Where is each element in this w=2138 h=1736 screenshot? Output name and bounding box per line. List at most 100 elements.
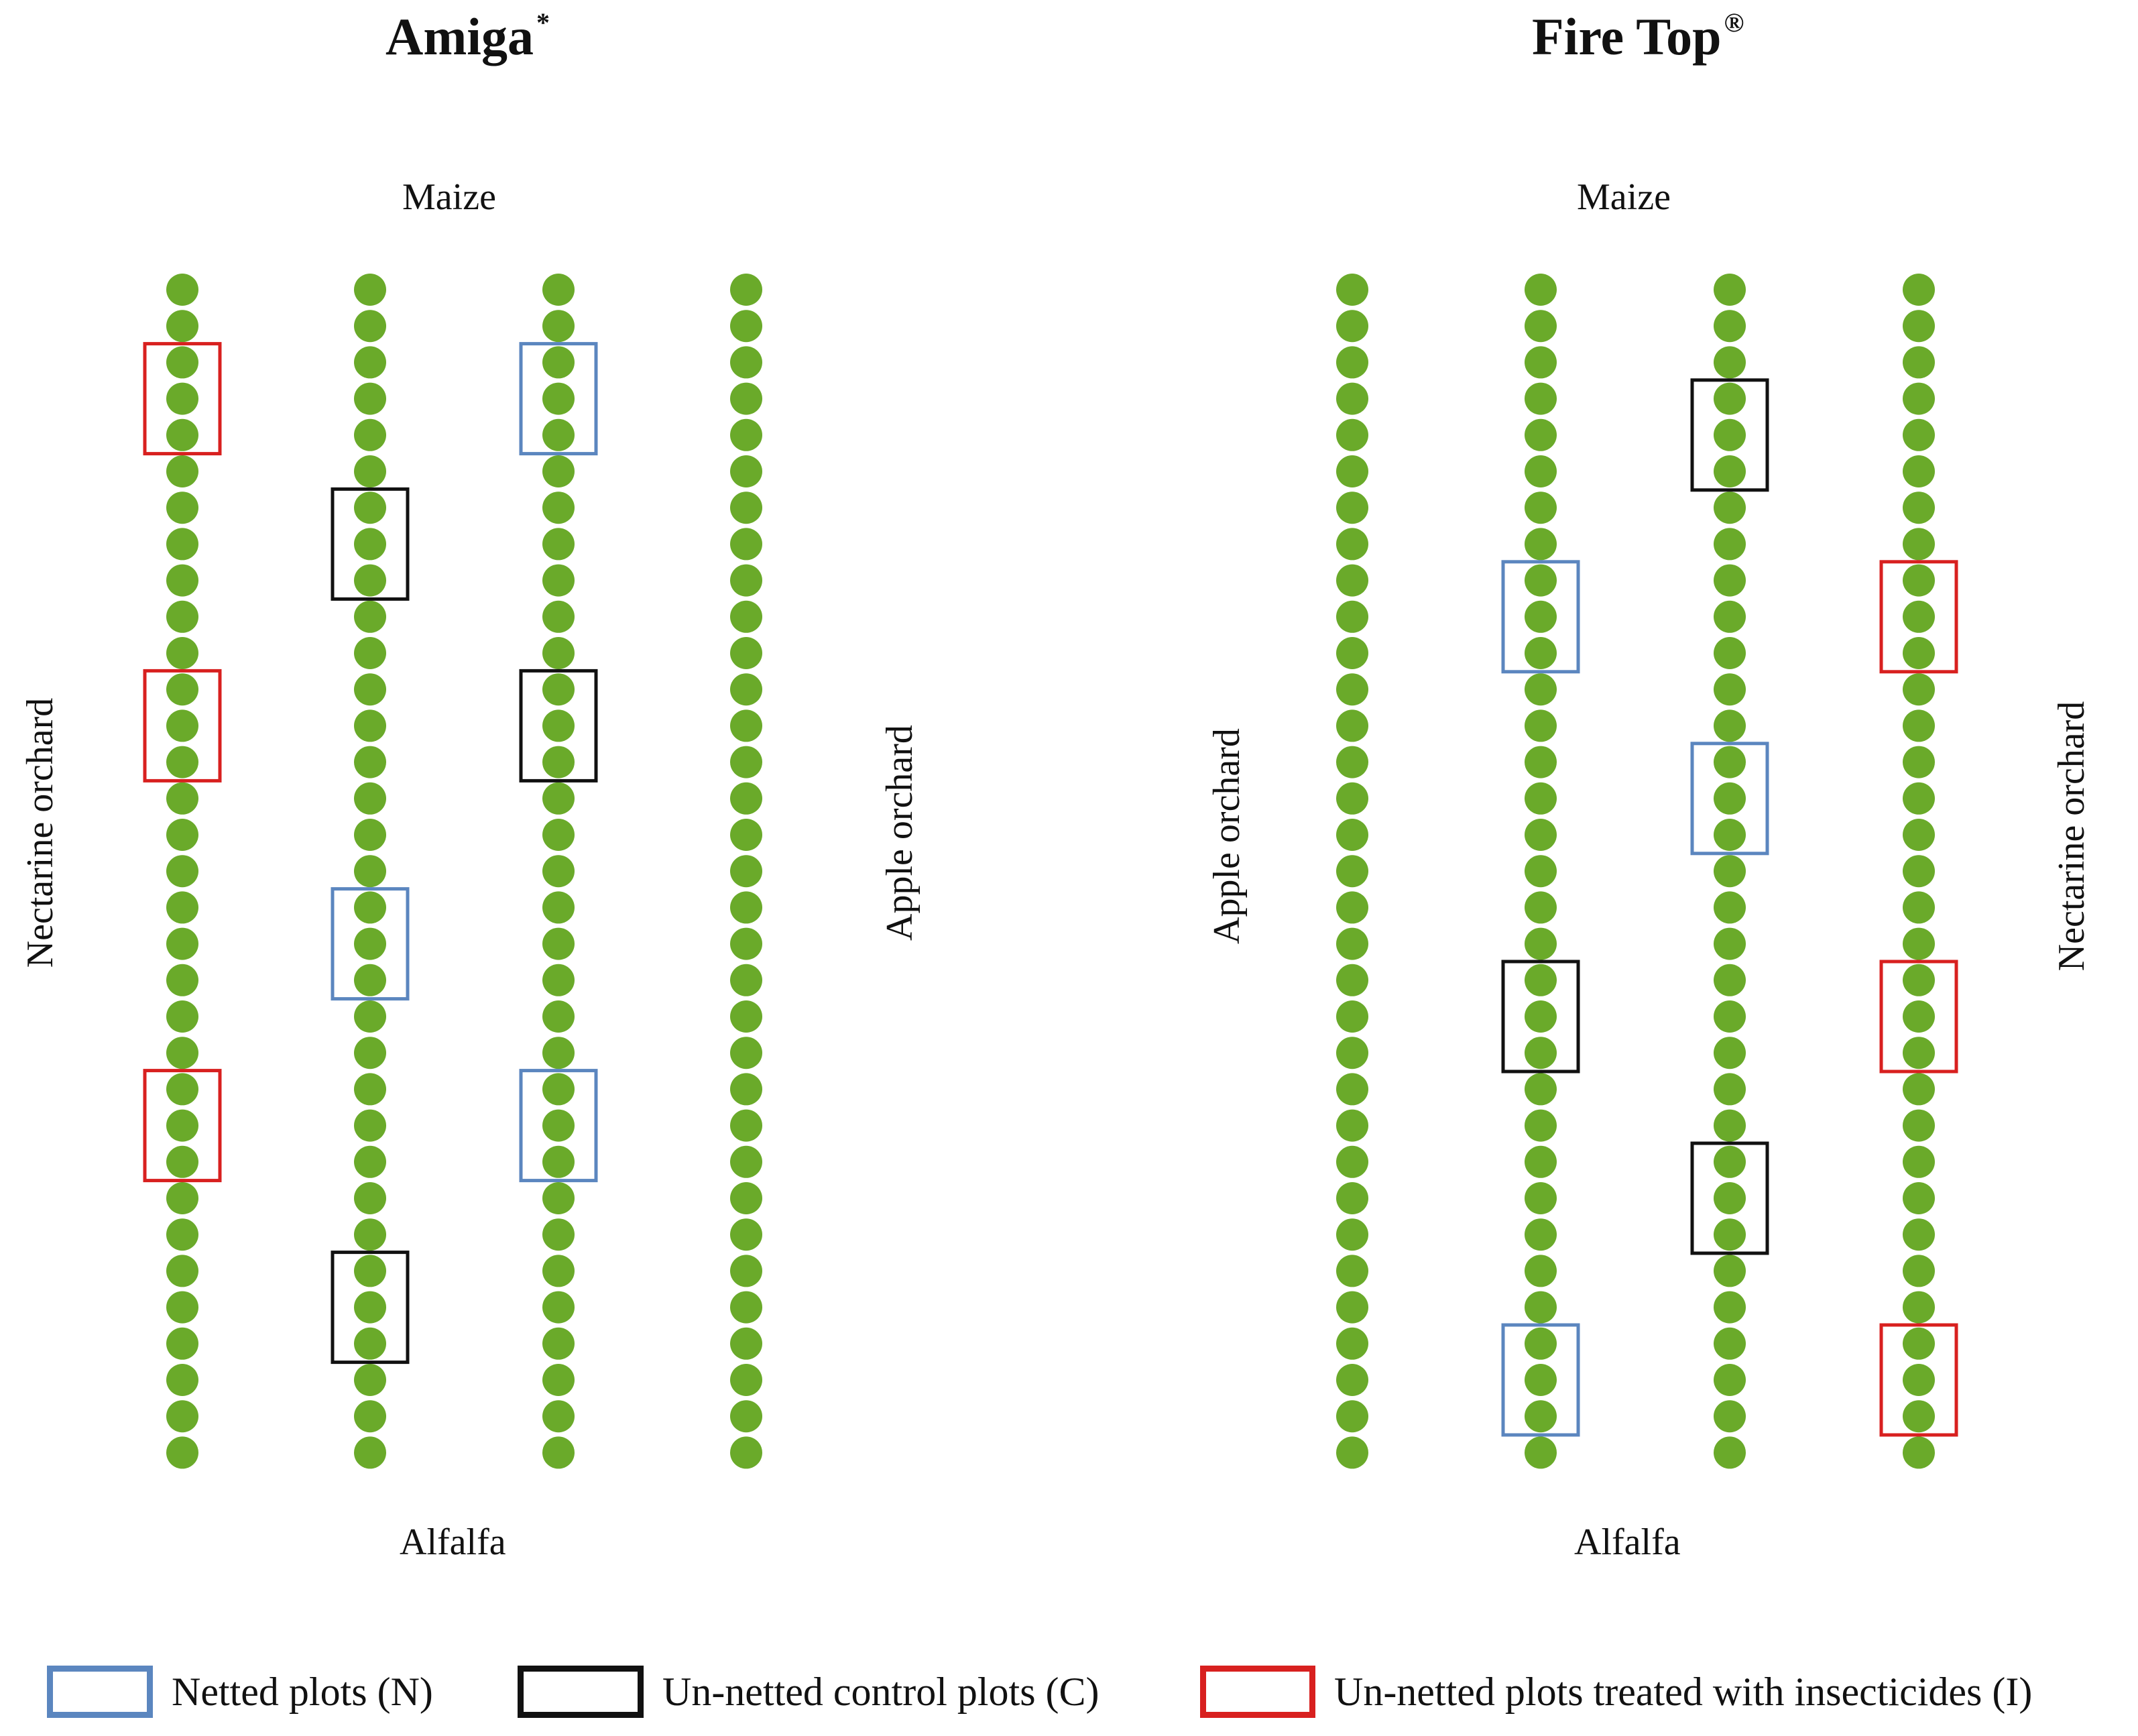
tree-marker (542, 455, 575, 487)
tree-marker (166, 709, 198, 742)
tree-marker (354, 528, 386, 561)
tree-marker (1903, 346, 1935, 379)
tree-marker (542, 346, 575, 379)
tree-marker (166, 274, 198, 306)
tree-marker (1525, 637, 1557, 669)
tree-marker (1336, 274, 1368, 306)
tree-marker (1525, 964, 1557, 996)
tree-marker (1903, 1182, 1935, 1214)
tree-marker (354, 673, 386, 706)
tree-marker (1714, 782, 1746, 815)
tree-marker (1525, 346, 1557, 379)
tree-marker (542, 1037, 575, 1069)
tree-marker (1903, 1364, 1935, 1396)
legend-label-control: Un-netted control plots (C) (662, 1669, 1100, 1714)
tree-marker (1525, 1145, 1557, 1178)
tree-marker (542, 418, 575, 451)
tree-marker (730, 1000, 762, 1033)
tree-marker (1525, 1255, 1557, 1287)
tree-marker (542, 1109, 575, 1142)
tree-marker (1336, 346, 1368, 379)
tree-marker (730, 709, 762, 742)
tree-marker (542, 637, 575, 669)
tree-marker (1336, 1109, 1368, 1142)
tree-marker (1525, 455, 1557, 487)
tree-marker (1525, 673, 1557, 706)
tree-marker (166, 1182, 198, 1214)
tree-marker (1525, 310, 1557, 343)
tree-marker (1336, 1436, 1368, 1469)
legend-swatch-netted (47, 1666, 153, 1718)
tree-marker (1714, 600, 1746, 633)
tree-row (730, 274, 762, 1469)
tree-marker (354, 1109, 386, 1142)
legend-item-control: Un-netted control plots (C) (518, 1662, 1100, 1722)
tree-marker (542, 819, 575, 851)
tree-marker (166, 1255, 198, 1287)
tree-marker (542, 1400, 575, 1433)
tree-marker (730, 528, 762, 561)
tree-marker (1903, 310, 1935, 343)
tree-marker (1714, 1037, 1746, 1069)
plot-frame-insecticide (143, 1069, 222, 1183)
tree-marker (354, 310, 386, 343)
tree-marker (542, 673, 575, 706)
tree-marker (354, 927, 386, 960)
tree-marker (1336, 1400, 1368, 1433)
plot-frame-control (1690, 1141, 1769, 1255)
tree-marker (1336, 455, 1368, 487)
tree-marker (354, 1218, 386, 1251)
tree-marker (730, 1182, 762, 1214)
tree-marker (1714, 1182, 1746, 1214)
tree-marker (542, 1000, 575, 1033)
tree-marker (1903, 819, 1935, 851)
tree-marker (1525, 782, 1557, 815)
tree-marker (730, 491, 762, 524)
legend-swatch-insecticide (1200, 1666, 1315, 1718)
tree-marker (354, 709, 386, 742)
tree-marker (166, 1000, 198, 1033)
tree-marker (1714, 1073, 1746, 1106)
tree-marker (166, 927, 198, 960)
tree-marker (354, 455, 386, 487)
tree-marker (542, 1182, 575, 1214)
tree-marker (1714, 819, 1746, 851)
tree-marker (1903, 891, 1935, 924)
tree-marker (1525, 891, 1557, 924)
tree-marker (354, 637, 386, 669)
tree-marker (730, 819, 762, 851)
tree-marker (1714, 1255, 1746, 1287)
tree-marker (1336, 637, 1368, 669)
tree-marker (1903, 1400, 1935, 1433)
tree-marker (166, 528, 198, 561)
plot-frame-control (1690, 378, 1769, 492)
tree-marker (1336, 1291, 1368, 1324)
tree-marker (1903, 927, 1935, 960)
plot-frame-netted (1501, 1323, 1580, 1437)
tree-marker (1336, 709, 1368, 742)
plot-frame-insecticide (143, 669, 222, 783)
tree-marker (166, 673, 198, 706)
tree-marker (1903, 1218, 1935, 1251)
tree-marker (1525, 1327, 1557, 1360)
tree-marker (542, 491, 575, 524)
tree-marker (1903, 491, 1935, 524)
tree-marker (1336, 528, 1368, 561)
tree-marker (166, 964, 198, 996)
tree-marker (1525, 927, 1557, 960)
tree-marker (1525, 382, 1557, 415)
tree-marker (354, 491, 386, 524)
tree-marker (1525, 600, 1557, 633)
tree-marker (1525, 1182, 1557, 1214)
tree-marker (1714, 274, 1746, 306)
tree-marker (730, 1436, 762, 1469)
tree-row (1336, 274, 1368, 1469)
orchard-title-mark: ® (1724, 7, 1744, 38)
tree-marker (730, 1400, 762, 1433)
tree-marker (730, 673, 762, 706)
tree-marker (1903, 1037, 1935, 1069)
tree-marker (1336, 746, 1368, 778)
legend-item-netted: Netted plots (N) (47, 1662, 433, 1722)
tree-marker (1714, 855, 1746, 888)
tree-marker (1714, 310, 1746, 343)
